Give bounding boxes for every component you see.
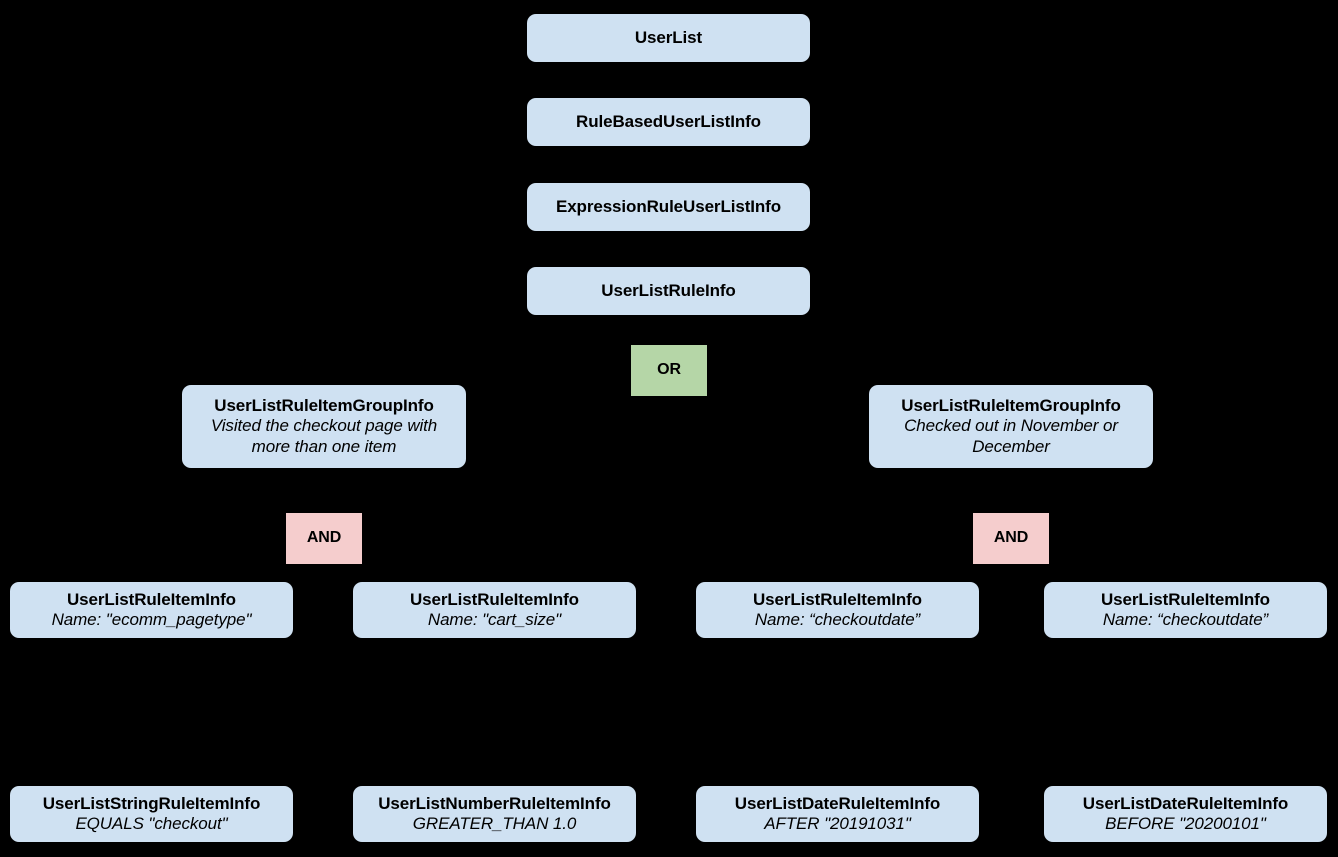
operator-label: AND (306, 529, 342, 547)
node-title: UserListRuleInfo (601, 280, 736, 300)
node-user-list-rule-info[interactable]: UserListRuleInfo (527, 267, 810, 315)
node-title: UserListRuleItemInfo (753, 589, 922, 609)
operator-or[interactable]: OR (631, 345, 707, 396)
node-user-list[interactable]: UserList (527, 14, 810, 62)
node-subtitle: Checked out in November or December (904, 416, 1118, 456)
node-title: RuleBasedUserListInfo (576, 111, 761, 131)
edge-arrowhead-icon (1002, 374, 1020, 385)
node-title: UserListRuleItemGroupInfo (214, 396, 434, 416)
node-subtitle: Name: “checkoutdate” (1102, 610, 1269, 629)
node-item-checkoutdate-before[interactable]: UserListRuleItemInfo Name: “checkoutdate… (1044, 582, 1327, 638)
node-title: UserListRuleItemInfo (1101, 589, 1270, 609)
node-subtitle: Name: “checkoutdate” (754, 610, 921, 629)
operator-and-right[interactable]: AND (973, 513, 1049, 564)
node-subtitle: GREATER_THAN 1.0 (412, 814, 577, 833)
node-title: UserListStringRuleItemInfo (42, 793, 261, 813)
node-title: ExpressionRuleUserListInfo (555, 196, 782, 216)
node-title: UserListDateRuleItemInfo (734, 793, 941, 813)
node-item-ecomm-pagetype[interactable]: UserListRuleItemInfo Name: "ecomm_pagety… (10, 582, 293, 638)
node-subtitle: Visited the checkout page with more than… (210, 416, 438, 456)
node-title: UserListRuleItemInfo (67, 589, 236, 609)
node-item-cart-size[interactable]: UserListRuleItemInfo Name: "cart_size" (353, 582, 636, 638)
node-rule-based-user-list-info[interactable]: RuleBasedUserListInfo (527, 98, 810, 146)
node-title: UserListDateRuleItemInfo (1082, 793, 1289, 813)
node-expression-rule-user-list-info[interactable]: ExpressionRuleUserListInfo (527, 183, 810, 231)
node-title: UserList (634, 27, 703, 47)
node-group-left[interactable]: UserListRuleItemGroupInfo Visited the ch… (182, 385, 466, 468)
node-title: UserListRuleItemGroupInfo (901, 396, 1121, 416)
node-subtitle: AFTER "20191031" (764, 814, 911, 833)
edge-arrowhead-icon (315, 374, 333, 385)
node-date-rule-item-info-after[interactable]: UserListDateRuleItemInfo AFTER "20191031… (696, 786, 979, 842)
node-item-checkoutdate-after[interactable]: UserListRuleItemInfo Name: “checkoutdate… (696, 582, 979, 638)
node-subtitle: EQUALS "checkout" (75, 814, 228, 833)
node-date-rule-item-info-before[interactable]: UserListDateRuleItemInfo BEFORE "2020010… (1044, 786, 1327, 842)
operator-label: AND (993, 529, 1029, 547)
node-subtitle: Name: "ecomm_pagetype" (51, 610, 252, 629)
node-title: UserListRuleItemInfo (410, 589, 579, 609)
node-group-right[interactable]: UserListRuleItemGroupInfo Checked out in… (869, 385, 1153, 468)
operator-and-left[interactable]: AND (286, 513, 362, 564)
node-title: UserListNumberRuleItemInfo (378, 793, 611, 813)
node-string-rule-item-info[interactable]: UserListStringRuleItemInfo EQUALS "check… (10, 786, 293, 842)
node-subtitle: BEFORE "20200101" (1105, 814, 1266, 833)
node-number-rule-item-info[interactable]: UserListNumberRuleItemInfo GREATER_THAN … (353, 786, 636, 842)
operator-label: OR (657, 361, 681, 379)
node-subtitle: Name: "cart_size" (427, 610, 562, 629)
